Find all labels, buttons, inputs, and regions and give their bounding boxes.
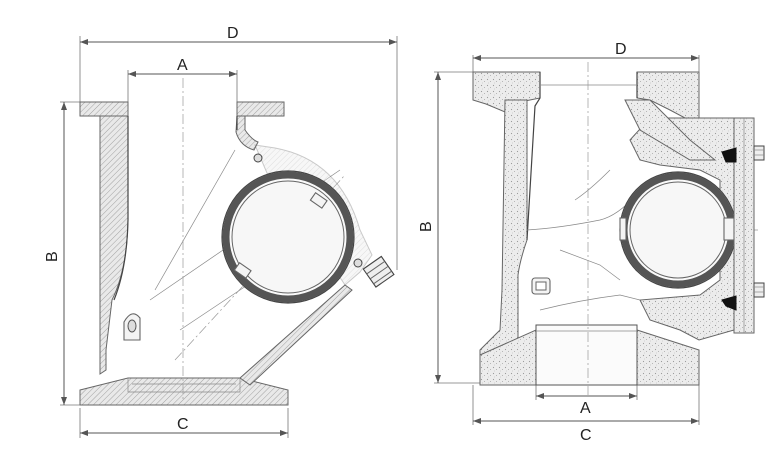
right-dimension-a: A [535,385,638,417]
right-valve-body [472,71,735,386]
lower-gasket [721,295,737,311]
left-dim-b-label: B [44,251,61,262]
left-dimension-a: A [127,57,238,102]
right-dim-c-label: C [580,427,592,444]
right-dim-b-label: B [418,221,435,232]
left-valve-body [79,101,353,406]
right-dim-a-label: A [580,400,591,417]
right-valve-view: D B A C [418,41,765,444]
right-dimension-c: C [472,385,700,444]
left-valve-view: D A B C [44,25,398,438]
left-diagonal-centerline [174,174,346,361]
right-seat-ring [619,171,737,289]
left-dimension-d: D [79,25,398,270]
right-dim-d-label: D [615,41,627,58]
left-dim-c-label: C [177,416,189,433]
left-dimension-c: C [79,408,289,438]
upper-gasket [721,147,737,163]
left-dim-a-label: A [177,57,188,74]
left-dim-d-label: D [227,25,239,42]
right-cover-plate [721,117,765,334]
left-bonnet-assembly [221,144,395,304]
